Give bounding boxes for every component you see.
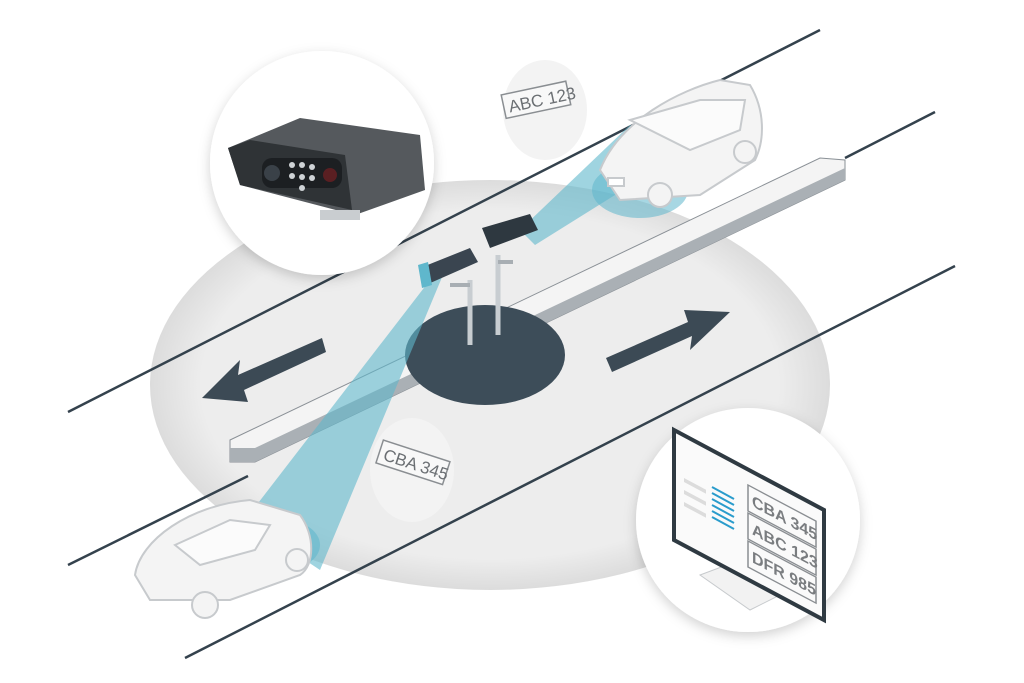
- car-rear: [598, 78, 763, 208]
- list-lines: [711, 486, 735, 530]
- plate-callout-rear: ABC 123: [500, 60, 587, 160]
- pole-base-shadow: [405, 305, 565, 405]
- arrow-left-icon: [202, 338, 326, 402]
- plate-callout-front: CBA 345: [370, 418, 454, 522]
- arrow-right-icon: [606, 310, 730, 372]
- camera-detail-circle: [210, 51, 434, 275]
- roadside-cameras: [418, 214, 538, 345]
- camera-beam-front: [245, 270, 445, 570]
- monitor-detail-circle: CBA 345 ABC 123 DFR 985: [636, 408, 860, 632]
- car-front: [133, 498, 313, 619]
